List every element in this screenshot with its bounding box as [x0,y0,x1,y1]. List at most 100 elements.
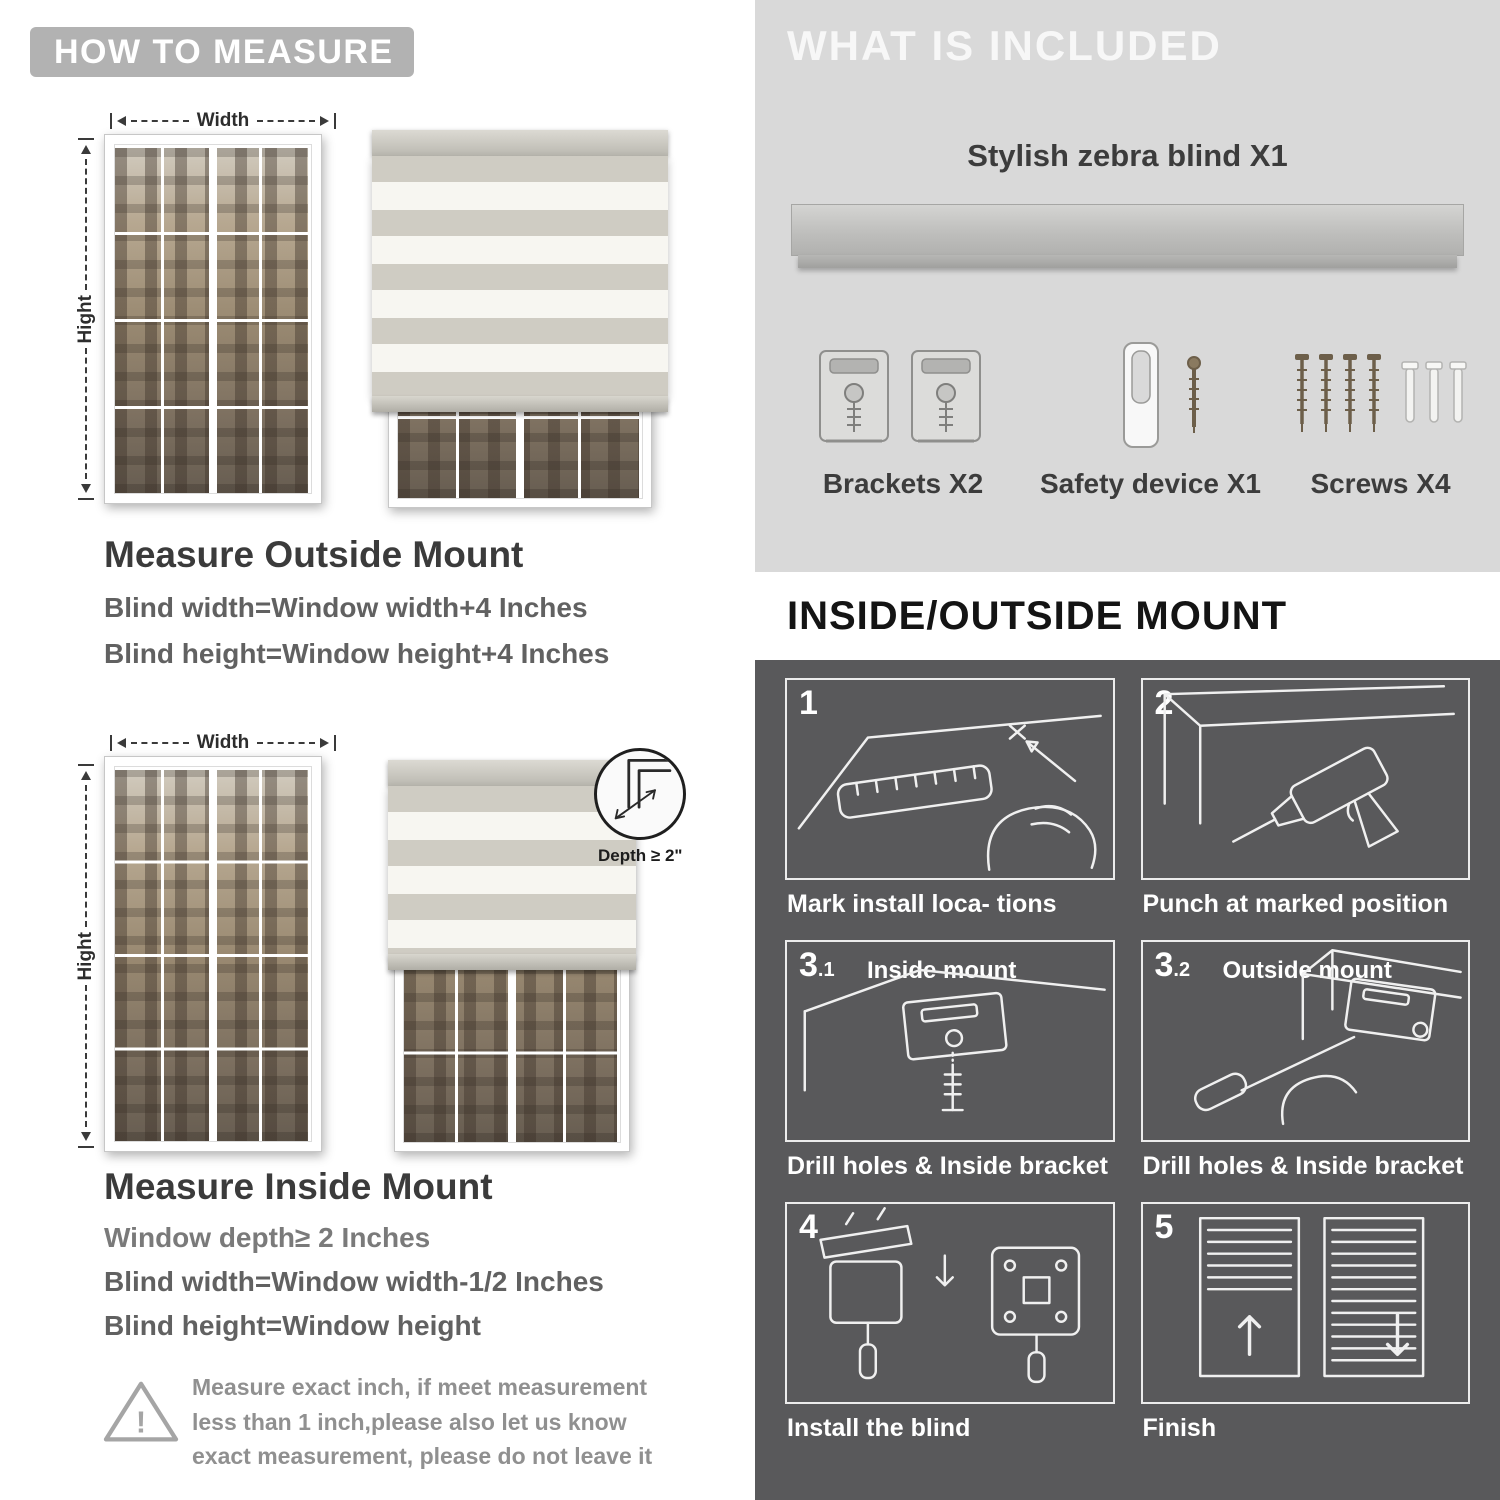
mount-header-bar: INSIDE/OUTSIDE MOUNT [755,572,1500,660]
dashed-line [257,742,315,744]
outside-formula-width: Blind width=Window width+4 Inches [104,592,588,623]
measure-outside-title: Measure Outside Mount [104,534,524,575]
depth-detail-magnifier [594,748,686,840]
step-1-caption: Mark install loca- tions [787,890,1057,918]
warning-text: Measure exact inch, if meet measurement … [192,1374,653,1469]
blind-stripes [372,156,668,396]
mount-panel: INSIDE/OUTSIDE MOUNT 1 [755,572,1500,1500]
window-illustration-inside [104,756,322,1152]
arrow-up-icon [81,771,91,780]
step-number: 5 [1154,1208,1174,1246]
blind-bottom-lip [798,255,1457,268]
height-arrow-inside: Hight [74,764,98,1149]
arrow-right-icon [320,738,329,748]
screws-icon [1286,332,1476,460]
warning-triangle-icon: ! [103,1381,179,1442]
mount-header: INSIDE/OUTSIDE MOUNT [787,593,1288,638]
brackets-icon [808,332,998,460]
arrow-end-tick [78,764,94,766]
measure-inside-title: Measure Inside Mount [104,1166,493,1207]
dashed-line [85,348,87,480]
width-label: Width [196,732,250,753]
arrow-down-icon [81,1132,91,1142]
install-blind-illustration [819,1207,1081,1384]
step-2: 2 [1140,678,1470,936]
arrow-end-tick [78,138,94,140]
what-is-included-panel: WHAT IS INCLUDED Stylish zebra blind X1 [755,0,1500,572]
window-panes [114,766,312,1142]
step-4-caption: Install the blind [787,1414,971,1442]
arrow-left-icon [117,116,126,126]
safety-device-label: Safety device X1 [1039,468,1262,499]
step-number: 4 [799,1208,818,1246]
step-1-box: 1 [785,678,1115,880]
drill-illustration [1162,685,1455,848]
dashed-line [131,120,189,122]
zebra-blind-illustration-inside [388,760,636,1152]
blind-product-label: Stylish zebra blind X1 [967,138,1288,173]
inside-formula-height: Blind height=Window height [104,1310,481,1341]
inside-rule-depth: Window depth≥ 2 Inches [104,1222,431,1253]
zebra-blind [388,760,636,970]
step-number: 1 [799,684,818,722]
depth-label: Depth ≥ 2" [598,846,683,865]
dashed-line [257,120,315,122]
blind-bottom-rail [388,954,636,970]
blind-stripes [388,786,636,954]
mount-steps-grid: 1 [785,678,1470,1460]
screws-label: Screws X4 [1310,468,1451,499]
step-4: 4 [785,1202,1115,1460]
zebra-blind-illustration-outside [372,130,668,508]
brackets-label: Brackets X2 [822,468,984,499]
step-3-1-box: 3.1 Inside mount [785,940,1115,1142]
arrow-end-tick [78,498,94,501]
height-label: Hight [75,931,96,981]
finish-illustration [1198,1216,1424,1378]
arrow-end-tick [110,113,112,129]
step-5-caption: Finish [1142,1414,1217,1442]
outside-formula-height: Blind height=Window height+4 Inches [104,638,610,669]
included-item-screws: Screws X4 [1278,332,1483,500]
mark-locations-illustration [797,714,1102,871]
step-2-caption: Punch at marked position [1142,890,1449,918]
width-arrow-inside: Width [110,732,336,754]
step-3-1-caption: Drill holes & Inside bracket [787,1152,1108,1180]
arrow-end-tick [334,735,336,751]
arrow-left-icon [117,738,126,748]
inside-formula-width: Blind width=Window width-1/2 Inches [104,1266,604,1297]
zebra-blind-product-illustration [791,204,1464,268]
window-panes [114,144,312,494]
width-label: Width [196,110,250,131]
step-2-box: 2 [1140,678,1470,880]
height-arrow-outside: Hight [74,138,98,501]
included-item-safety-device: Safety device X1 [1023,332,1278,500]
inside-bracket-illustration [803,968,1106,1112]
arrow-end-tick [78,1146,94,1149]
blind-bottom-rail [372,396,668,412]
window-depth-corner-icon [614,758,672,820]
arrow-up-icon [81,145,91,154]
outside-bracket-illustration [1193,949,1462,1126]
safety-device-icon [1046,332,1256,460]
height-label: Hight [75,294,96,344]
included-item-brackets: Brackets X2 [783,332,1023,500]
dashed-line [85,159,87,290]
dashed-line [85,985,87,1128]
arrow-right-icon [320,116,329,126]
warning-exclamation: ! [136,1405,146,1440]
arrow-end-tick [334,113,336,129]
step-4-box: 4 [785,1202,1115,1404]
width-arrow-outside: Width [110,110,336,132]
step-3-2-box: 3.2 Outside mount [1140,940,1470,1142]
dashed-line [131,742,189,744]
step-1: 1 [785,678,1115,936]
step-number: 3.1 [799,946,835,984]
step-5-box: 5 [1140,1202,1470,1404]
step-5: 5 Finish [1140,1202,1470,1460]
step-3-2: 3.2 Outside mount [1140,940,1470,1198]
zebra-blind [372,130,668,412]
blind-cassette [372,130,668,156]
window-illustration-outside [104,134,322,504]
arrow-end-tick [110,735,112,751]
